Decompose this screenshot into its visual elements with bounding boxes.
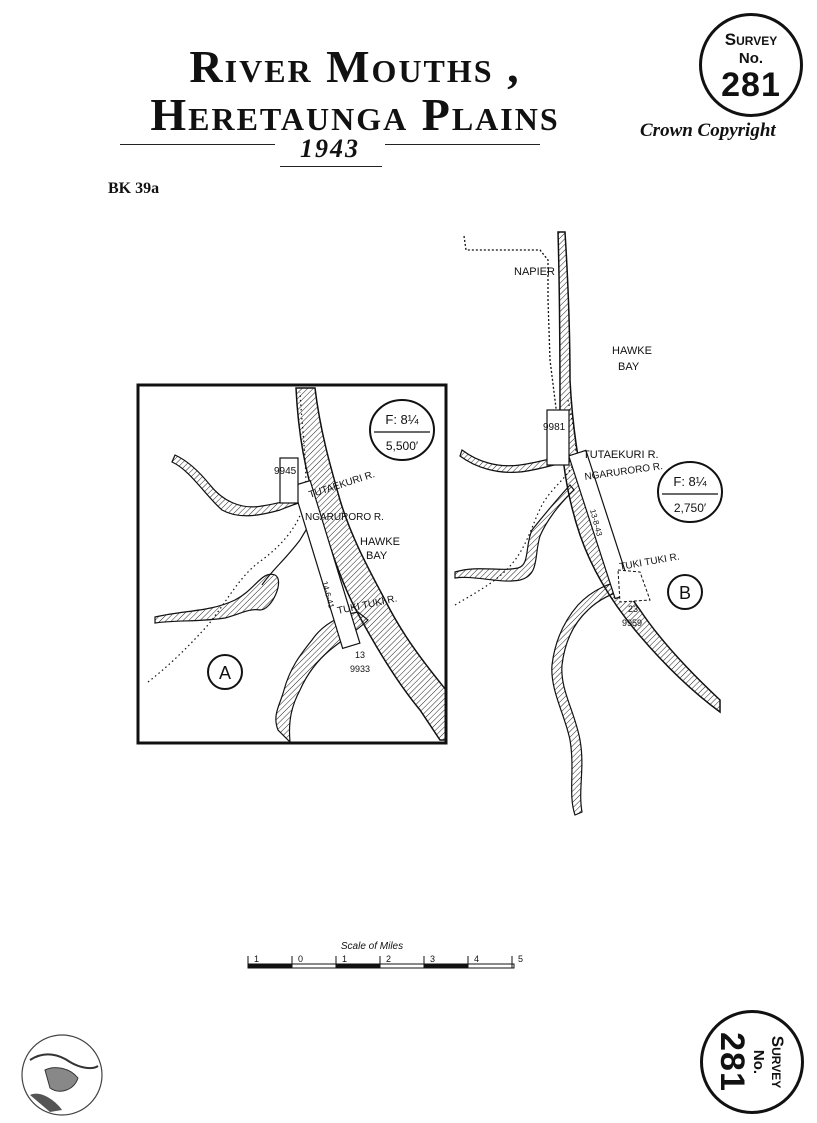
map-b-letter: B xyxy=(679,583,691,603)
survey-year: 1943 xyxy=(300,134,360,163)
nz-aerial-mapping-logo xyxy=(21,1034,103,1116)
nz-map-icon xyxy=(30,1093,62,1112)
scale-tick-label: 4 xyxy=(474,954,479,964)
inset-frame xyxy=(136,383,448,745)
seal-top-number: 281 xyxy=(721,66,781,104)
scale-tick-label: 0 xyxy=(298,954,303,964)
run-start-b: 9981 xyxy=(543,422,566,433)
napier-road xyxy=(463,235,561,441)
river-label-tutaekuri-b: TUTAEKURI R. xyxy=(583,449,659,461)
bay-label-a-2: BAY xyxy=(366,550,388,562)
scale-title: Scale of Miles xyxy=(341,941,403,952)
inset-a-badge xyxy=(207,654,243,690)
focal-length-b: F: 8¼ xyxy=(673,474,706,489)
run-start-a: 9945 xyxy=(274,466,297,477)
scale-bar: Scale of Miles 1 0 1 2 3 4 5 xyxy=(247,941,523,969)
focal-circle-b xyxy=(657,461,723,523)
run-end-b-b: 9959 xyxy=(622,618,642,628)
bay-label-a-1: HAWKE xyxy=(360,536,400,548)
run-end-a: 13 xyxy=(355,650,365,660)
scale-tick-label: 1 xyxy=(342,954,347,964)
survey-seal-top: Survey No. 281 xyxy=(699,13,803,117)
seal-top-word: Survey xyxy=(724,30,778,49)
altitude-b: 2,750′ xyxy=(674,501,707,515)
focal-length-a: F: 8¼ xyxy=(385,412,418,427)
tukituki-river-a xyxy=(275,611,369,744)
kiwi-icon xyxy=(44,1067,79,1092)
inset-a-letter: A xyxy=(219,663,231,683)
bay-label-b-2: BAY xyxy=(618,361,640,373)
tukituki-river-b xyxy=(551,579,631,816)
scale-tick-label: 3 xyxy=(430,954,435,964)
title-rule-right xyxy=(385,144,540,145)
scale-tick-label: 1 xyxy=(254,954,259,964)
ngaruroro-river-b xyxy=(454,484,575,582)
seal-top-no: No. xyxy=(738,50,764,67)
strip-start-box-b xyxy=(546,409,570,466)
run-end-b: 9933 xyxy=(350,664,370,674)
altitude-a: 5,500′ xyxy=(386,439,419,453)
flight-strip-a xyxy=(292,479,361,650)
ngaruroro-river-a xyxy=(154,573,280,624)
year-underline xyxy=(280,166,382,167)
crown-copyright: Crown Copyright xyxy=(640,120,776,141)
focal-circle-a xyxy=(369,399,435,461)
river-label-tukituki-b: TUKI TUKI R. xyxy=(619,552,681,573)
railway-a xyxy=(147,391,307,683)
bay-label-b-1: HAWKE xyxy=(612,345,652,357)
reference-code: BK 39a xyxy=(108,180,160,197)
scale-tick-label: 2 xyxy=(386,954,391,964)
inset-map-a: F: 8¼ 5,500′ 9945 TUTAEKURI R. NGARURORO… xyxy=(136,383,448,745)
run-end-b-a: 23 xyxy=(628,604,638,614)
river-label-ngaruroro-a: NGARURORO R. xyxy=(305,512,384,523)
title-line-1: River Mouths , xyxy=(189,41,521,92)
river-label-ngaruroro-b: NGARURORO R. xyxy=(584,461,664,483)
map-b-badge xyxy=(667,574,703,610)
town-label-napier: NAPIER xyxy=(514,266,555,278)
scale-tick-label: 5 xyxy=(518,954,523,964)
main-map-b: F: 8¼ 2,750′ NAPIER HAWKE BAY 9981 TUTAE… xyxy=(454,231,723,816)
title-line-2: Heretaunga Plains xyxy=(150,89,560,140)
title-rule-left xyxy=(120,144,275,145)
strip-start-box-a xyxy=(279,457,299,504)
